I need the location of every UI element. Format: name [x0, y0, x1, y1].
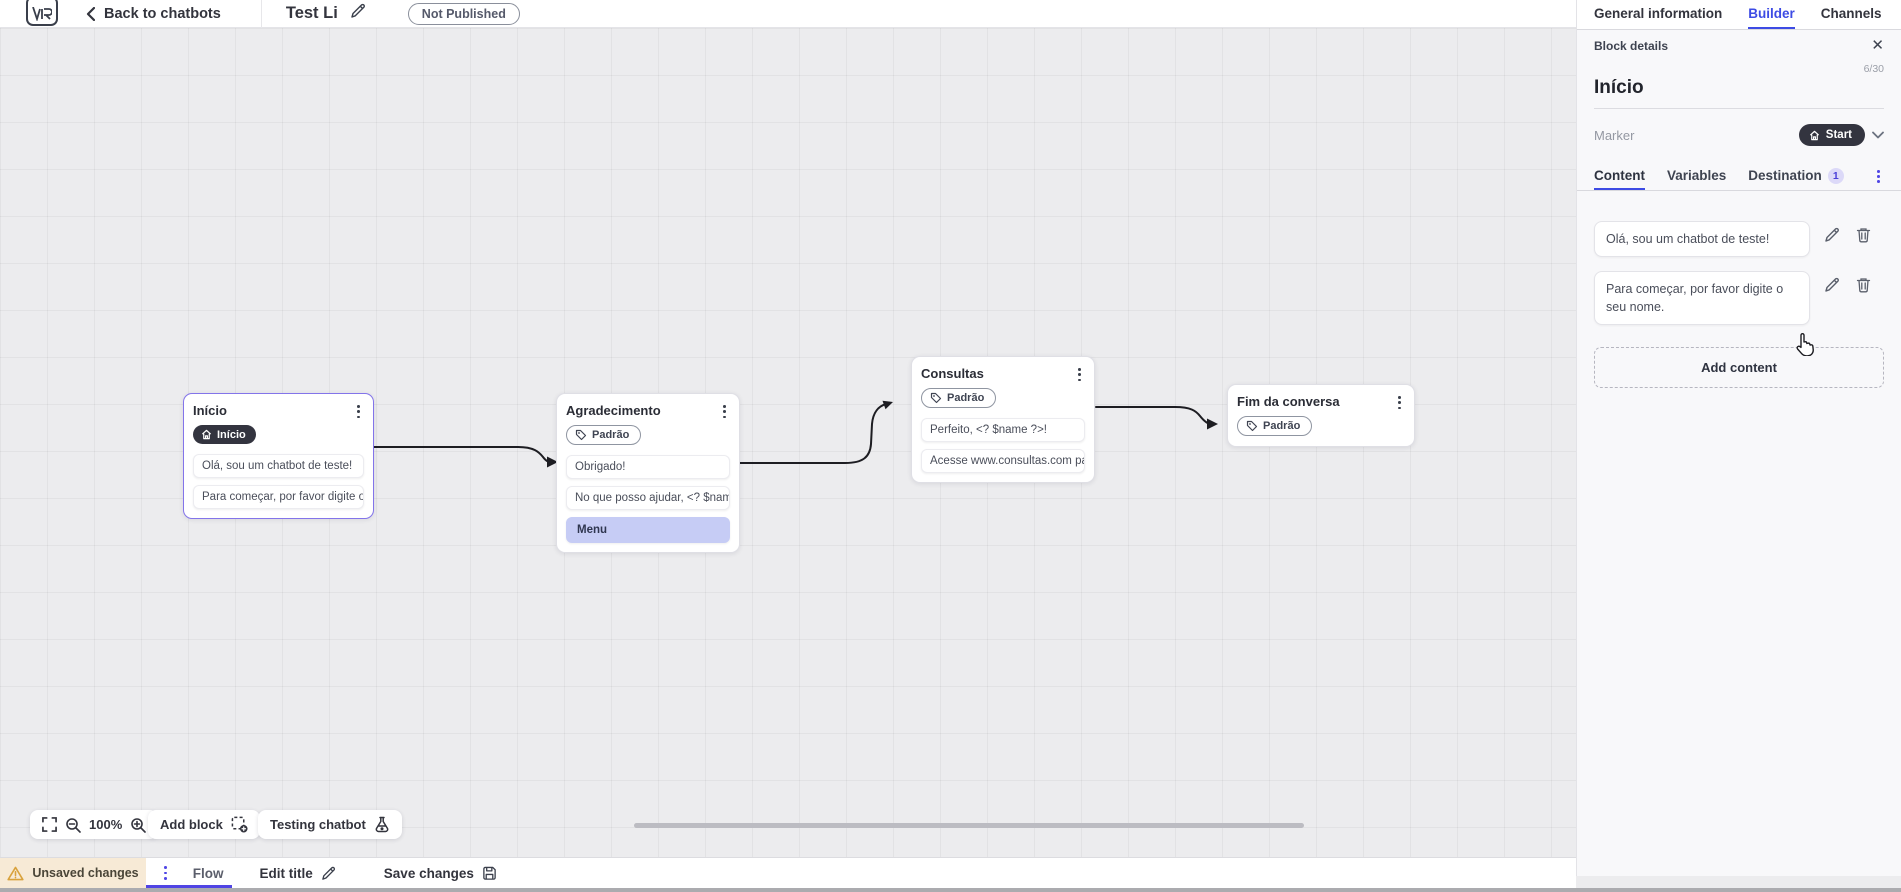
- content-item-row: Olá, sou um chatbot de teste!: [1577, 221, 1901, 258]
- badge-label: Padrão: [947, 392, 985, 405]
- fullscreen-icon[interactable]: [42, 817, 57, 832]
- node-card-menu[interactable]: Menu: [566, 517, 730, 544]
- padrao-marker-badge: Padrão: [1237, 416, 1313, 437]
- tag-icon: [575, 430, 587, 441]
- node-card[interactable]: Acesse www.consultas.com par...: [921, 449, 1085, 474]
- tag-icon: [1246, 421, 1258, 432]
- horizontal-scrollbar[interactable]: [634, 823, 1304, 828]
- window-bottom-strip: [0, 888, 1901, 892]
- tab-channels[interactable]: Channels: [1820, 6, 1882, 21]
- unsaved-changes-label: Unsaved changes: [32, 866, 139, 880]
- content-item-row: Para começar, por favor digite o seu nom…: [1577, 271, 1901, 326]
- start-marker-badge: Início: [193, 425, 256, 445]
- delete-content-icon[interactable]: [1856, 227, 1871, 243]
- logo-glyph: [32, 6, 52, 21]
- mouse-cursor-pointer: [1796, 333, 1814, 356]
- node-title: Fim da conversa: [1237, 394, 1340, 409]
- tab-general-information[interactable]: General information: [1594, 6, 1723, 21]
- badge-label: Padrão: [592, 429, 630, 442]
- node-title: Consultas: [921, 366, 984, 381]
- node-card[interactable]: No que posso ajudar, <? $name ...: [566, 486, 730, 511]
- add-block-icon: [231, 816, 248, 833]
- node-menu-icon[interactable]: [719, 403, 730, 420]
- chevron-down-icon[interactable]: [1872, 131, 1884, 139]
- tab-variables[interactable]: Variables: [1667, 168, 1727, 183]
- char-counter: 6/30: [1863, 63, 1884, 75]
- node-menu-icon[interactable]: [1074, 366, 1085, 383]
- status-bar: Unsaved changes Flow Edit title Save cha…: [0, 857, 1576, 888]
- publish-status-badge: Not Published: [407, 2, 520, 25]
- padrao-marker-badge: Padrão: [566, 425, 642, 446]
- block-tabs: Content Variables Destination 1: [1577, 163, 1901, 191]
- edit-title-icon[interactable]: [350, 3, 366, 24]
- delete-content-icon[interactable]: [1856, 277, 1871, 293]
- tag-icon: [930, 393, 942, 404]
- app-logo-icon: [26, 0, 58, 26]
- padrao-marker-badge: Padrão: [921, 388, 997, 409]
- chatbot-title: Test Li: [285, 4, 338, 22]
- edit-content-icon[interactable]: [1824, 227, 1840, 243]
- node-card[interactable]: Olá, sou um chatbot de teste!: [193, 454, 364, 479]
- testing-chatbot-button[interactable]: Testing chatbot: [258, 810, 402, 839]
- pencil-icon: [322, 866, 335, 880]
- node-menu-icon[interactable]: [1394, 394, 1405, 411]
- content-item-text[interactable]: Olá, sou um chatbot de teste!: [1594, 221, 1810, 258]
- testing-chatbot-label: Testing chatbot: [270, 817, 366, 832]
- zoom-level: 100%: [89, 817, 123, 832]
- badge-label: Padrão: [1263, 420, 1301, 433]
- zoom-in-icon[interactable]: [130, 817, 147, 833]
- tab-destination-label: Destination: [1748, 168, 1822, 183]
- node-inicio[interactable]: Início Início Olá, sou um chatbot de tes…: [183, 393, 374, 520]
- node-title: Início: [193, 403, 227, 418]
- node-consultas[interactable]: Consultas Padrão Perfeito, <? $name ?>! …: [911, 356, 1095, 484]
- close-icon[interactable]: ✕: [1871, 37, 1884, 54]
- node-fim-da-conversa[interactable]: Fim da conversa Padrão: [1227, 384, 1415, 448]
- content-item-text[interactable]: Para começar, por favor digite o seu nom…: [1594, 271, 1810, 326]
- zoom-out-icon[interactable]: [65, 817, 81, 833]
- save-changes-button[interactable]: Save changes: [384, 866, 497, 881]
- block-tabs-menu-icon[interactable]: [1873, 168, 1884, 185]
- block-name-input[interactable]: Início: [1594, 77, 1884, 109]
- builder-nav-tabs: General information Builder Channels: [1577, 0, 1901, 30]
- node-menu-icon[interactable]: [353, 403, 364, 420]
- node-card[interactable]: Perfeito, <? $name ?>!: [921, 418, 1085, 443]
- chevron-left-icon: [86, 6, 95, 21]
- back-label: Back to chatbots: [104, 5, 221, 22]
- add-content-button[interactable]: Add content: [1594, 347, 1884, 389]
- node-card[interactable]: Para começar, por favor digite o ...: [193, 485, 364, 510]
- edit-title-label: Edit title: [259, 865, 313, 881]
- panel-header: Block details: [1594, 38, 1669, 53]
- add-block-label: Add block: [160, 817, 223, 832]
- badge-label: Início: [217, 428, 246, 441]
- edit-content-icon[interactable]: [1824, 277, 1840, 293]
- warning-icon: [7, 866, 24, 880]
- top-bar: Back to chatbots Test Li Not Published: [0, 0, 1576, 28]
- edit-title-button[interactable]: Edit title: [260, 866, 336, 881]
- tab-destination[interactable]: Destination 1: [1748, 163, 1844, 190]
- add-block-button[interactable]: Add block: [148, 810, 260, 839]
- marker-select[interactable]: Start: [1798, 124, 1865, 146]
- topbar-divider: [260, 0, 262, 28]
- node-title: Agradecimento: [566, 403, 661, 418]
- zoom-controls: 100%: [30, 810, 159, 839]
- node-card[interactable]: Obrigado!: [566, 455, 730, 480]
- marker-value: Start: [1825, 129, 1852, 141]
- block-details-panel: General information Builder Channels Blo…: [1576, 0, 1901, 876]
- tab-flow[interactable]: Flow: [192, 865, 224, 881]
- flow-tab-underline: [146, 885, 232, 888]
- unsaved-changes-badge: Unsaved changes: [0, 858, 146, 888]
- tab-content[interactable]: Content: [1594, 163, 1645, 190]
- flow-menu-icon[interactable]: [160, 864, 171, 881]
- home-icon: [1809, 130, 1819, 140]
- node-agradecimento[interactable]: Agradecimento Padrão Obrigado! No que po…: [556, 393, 740, 554]
- tab-builder[interactable]: Builder: [1748, 0, 1795, 29]
- flask-icon: [375, 816, 389, 833]
- destination-count-badge: 1: [1827, 167, 1844, 184]
- save-icon: [483, 866, 496, 880]
- save-changes-label: Save changes: [383, 865, 474, 881]
- back-to-chatbots-button[interactable]: Back to chatbots: [86, 6, 221, 22]
- marker-label: Marker: [1594, 127, 1635, 143]
- home-icon: [201, 430, 212, 440]
